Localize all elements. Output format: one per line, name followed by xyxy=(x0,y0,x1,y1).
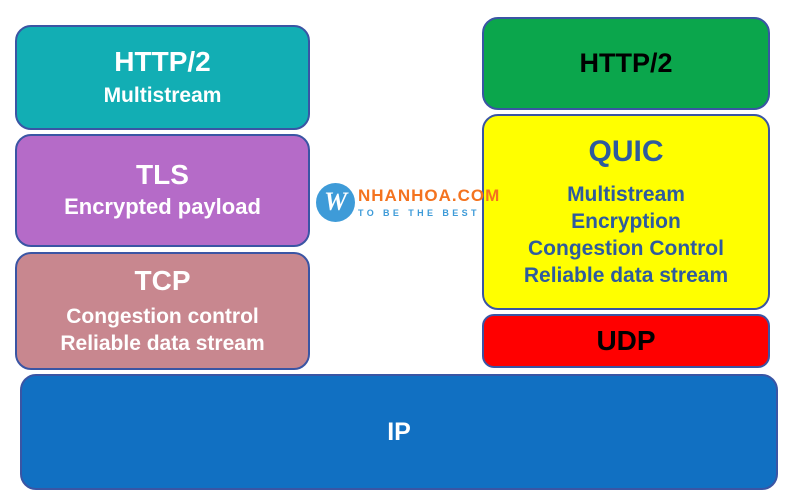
layer-title: UDP xyxy=(596,324,656,356)
brand-tagline: TO BE THE BEST xyxy=(358,208,480,218)
watermark-text: NHANHOA.COM TO BE THE BEST xyxy=(358,183,500,218)
brand-name: NHANHOA.COM xyxy=(358,186,501,205)
layer-quic: QUIC Multistream Encryption Congestion C… xyxy=(482,114,770,310)
layer-feature: Congestion control xyxy=(66,304,259,328)
layer-feature: Multistream xyxy=(567,183,685,207)
layer-title: HTTP/2 xyxy=(114,45,211,77)
layer-title: TLS xyxy=(136,159,189,191)
layer-title: QUIC xyxy=(588,134,664,168)
layer-title: HTTP/2 xyxy=(579,47,673,78)
layer-http2-left: HTTP/2 Multistream xyxy=(15,25,310,130)
layer-feature: Reliable data stream xyxy=(523,264,729,288)
layer-feature: Congestion Control xyxy=(528,237,724,261)
layer-http2-right: HTTP/2 xyxy=(482,17,770,110)
layer-udp: UDP xyxy=(482,314,770,368)
layer-title: TCP xyxy=(134,264,191,296)
layer-title: IP xyxy=(387,417,411,446)
nhanhoa-logo-icon: W xyxy=(316,183,355,222)
layer-feature: Encryption xyxy=(571,210,681,234)
layer-feature: Encrypted payload xyxy=(64,194,261,220)
watermark: W NHANHOA.COM TO BE THE BEST xyxy=(316,183,500,222)
layer-ip: IP xyxy=(20,374,778,490)
layer-tls: TLS Encrypted payload xyxy=(15,134,310,247)
layer-feature: Reliable data stream xyxy=(60,332,265,356)
logo-monogram: W xyxy=(323,186,348,216)
layer-tcp: TCP Congestion control Reliable data str… xyxy=(15,252,310,370)
layer-feature: Multistream xyxy=(103,83,222,107)
